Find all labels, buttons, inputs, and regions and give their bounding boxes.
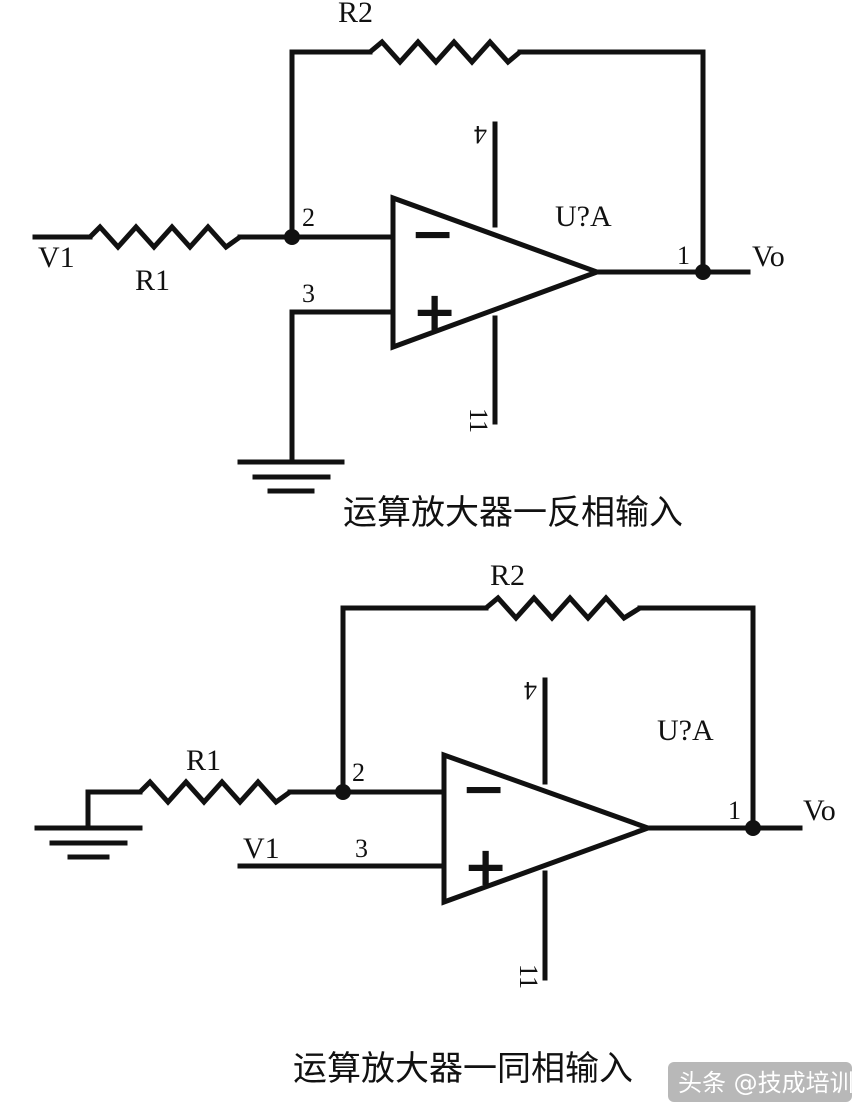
top-pin-vpos: 4	[474, 120, 487, 149]
top-opamp-triangle	[390, 194, 605, 351]
top-output-label: Vo	[752, 240, 785, 273]
bottom-r1-resistor	[138, 778, 292, 806]
top-pin-inv: 2	[302, 203, 315, 232]
top-feedback-left-wire	[289, 49, 373, 240]
bottom-opamp-triangle	[441, 751, 656, 906]
top-r2-label: R2	[338, 0, 373, 29]
top-plus-sign: +	[412, 280, 457, 343]
top-feedback-right-wire	[517, 49, 706, 275]
bottom-junction-node-out	[745, 820, 761, 836]
top-ground-symbol	[237, 459, 345, 494]
bottom-output-label: Vo	[803, 794, 836, 827]
non-inverting-amplifier-circuit: R2 R1 V1 Vo U?A 2 3 1 4 11 − + 运算放大器一同相输…	[34, 559, 836, 1089]
bottom-feedback-right-wire	[637, 605, 756, 831]
bottom-caption: 运算放大器一同相输入	[293, 1049, 633, 1089]
bottom-pin-vneg: 11	[514, 964, 543, 989]
top-noninv-wire	[289, 309, 396, 465]
bottom-r1-label: R1	[186, 744, 221, 777]
bottom-opamp-label: U?A	[657, 714, 714, 747]
watermark: 头条 @技成培训	[668, 1062, 854, 1102]
bottom-feedback-left-wire	[340, 605, 489, 795]
bottom-r2-label: R2	[490, 559, 525, 592]
top-input-label: V1	[38, 241, 75, 274]
watermark-background	[668, 1062, 852, 1102]
bottom-plus-sign: +	[463, 835, 508, 898]
top-opamp-label: U?A	[555, 200, 612, 233]
top-r1-label: R1	[135, 264, 170, 297]
top-pin-vneg: 11	[464, 408, 493, 433]
top-r2-resistor	[368, 38, 522, 66]
top-r1-resistor	[88, 223, 242, 251]
top-pin-noninv: 3	[302, 279, 315, 308]
inverting-amplifier-circuit: R2 R1 V1 Vo U?A 2 3 1 4 11 − + 运算放大器一反相输…	[32, 0, 785, 533]
bottom-pin-noninv: 3	[355, 834, 368, 863]
top-minus-sign: −	[410, 202, 455, 265]
top-caption: 运算放大器一反相输入	[343, 493, 683, 533]
bottom-ground-symbol	[34, 825, 143, 860]
bottom-pin-inv: 2	[352, 758, 365, 787]
bottom-minus-sign: −	[461, 757, 506, 820]
top-pin-out: 1	[677, 241, 690, 270]
bottom-r2-resistor	[484, 594, 642, 622]
watermark-text: 头条 @技成培训	[678, 1069, 854, 1097]
bottom-pin-vpos: 4	[524, 676, 537, 705]
bottom-input-label: V1	[243, 832, 280, 865]
bottom-ground-wire	[85, 789, 143, 831]
bottom-pin-out: 1	[728, 796, 741, 825]
top-junction-node-out	[695, 264, 711, 280]
